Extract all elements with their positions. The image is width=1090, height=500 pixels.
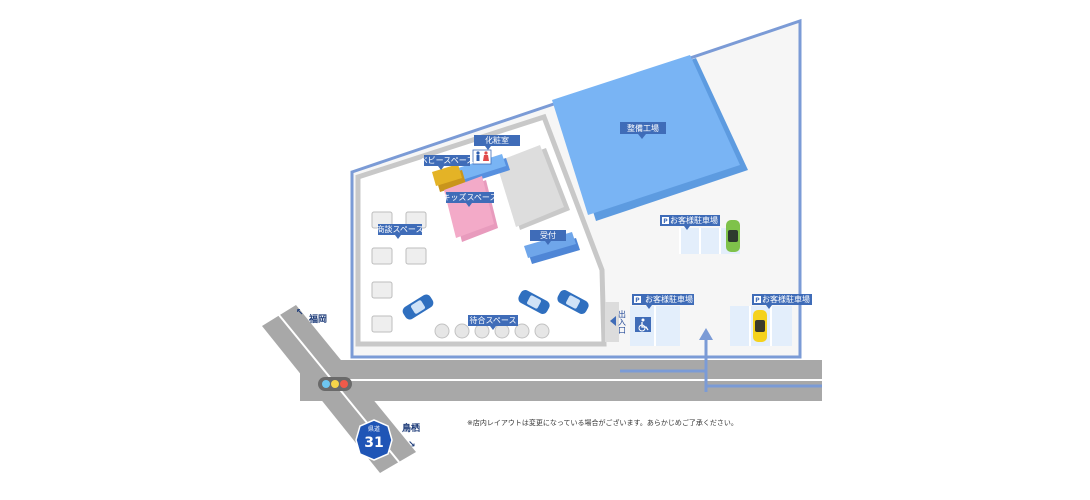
direction-tosu: 鳥栖 xyxy=(402,422,420,434)
car-icon xyxy=(726,220,740,252)
parking-left: P お客様駐車場 xyxy=(630,294,694,346)
reception: 受付 xyxy=(524,230,580,264)
route-badge: 県道 31 xyxy=(355,419,393,461)
route-number: 31 xyxy=(364,435,383,451)
car-icon xyxy=(557,290,589,314)
baby-space: ベビースペース xyxy=(420,155,475,192)
entrance-exit-label: 出入口 xyxy=(618,309,627,334)
direction-fukuoka: 福岡 xyxy=(308,313,327,325)
reception-label: 受付 xyxy=(540,230,556,240)
parking-left-label: お客様駐車場 xyxy=(645,294,693,304)
parking-symbol-top: P xyxy=(663,218,668,225)
parking-right-label: お客様駐車場 xyxy=(762,294,810,304)
table xyxy=(371,247,393,265)
restroom: 化粧室 xyxy=(458,135,520,184)
layout-note: ※店内レイアウトは変更になっている場合がございます。あらかじめご了承ください。 xyxy=(467,418,738,427)
car-icon xyxy=(753,310,767,342)
parking-symbol-left: P xyxy=(635,297,640,304)
kids-space-label: キッズスペース xyxy=(442,192,497,202)
restroom-label: 化粧室 xyxy=(485,135,509,145)
table xyxy=(371,315,393,333)
wheelchair-icon xyxy=(635,317,651,332)
parking-top-label: お客様駐車場 xyxy=(670,215,718,225)
entrance-exit[interactable]: 出入口 xyxy=(605,302,627,342)
parking-symbol-right: P xyxy=(755,297,760,304)
traffic-light-icon xyxy=(318,377,352,391)
table xyxy=(405,247,427,265)
car-icon xyxy=(402,294,434,320)
business-space: 商談スペース xyxy=(371,211,427,333)
arrow-down-right-icon: ↘ xyxy=(408,440,416,450)
baby-space-label: ベビースペース xyxy=(420,156,475,165)
workshop: 整備工場 xyxy=(552,55,748,221)
route-kind: 県道 xyxy=(368,425,380,433)
entry-route-arrow xyxy=(620,328,822,392)
waiting-space-label: 待合スペース xyxy=(469,315,516,325)
table xyxy=(371,281,393,299)
business-space-label: 商談スペース xyxy=(376,224,423,234)
kids-space: キッズスペース xyxy=(442,176,498,242)
workshop-label: 整備工場 xyxy=(627,123,659,133)
arrow-up-left-icon: ↖ xyxy=(296,308,304,318)
car-icon xyxy=(518,290,550,314)
waiting-space: 待合スペース xyxy=(434,315,550,339)
office-block xyxy=(496,145,570,230)
